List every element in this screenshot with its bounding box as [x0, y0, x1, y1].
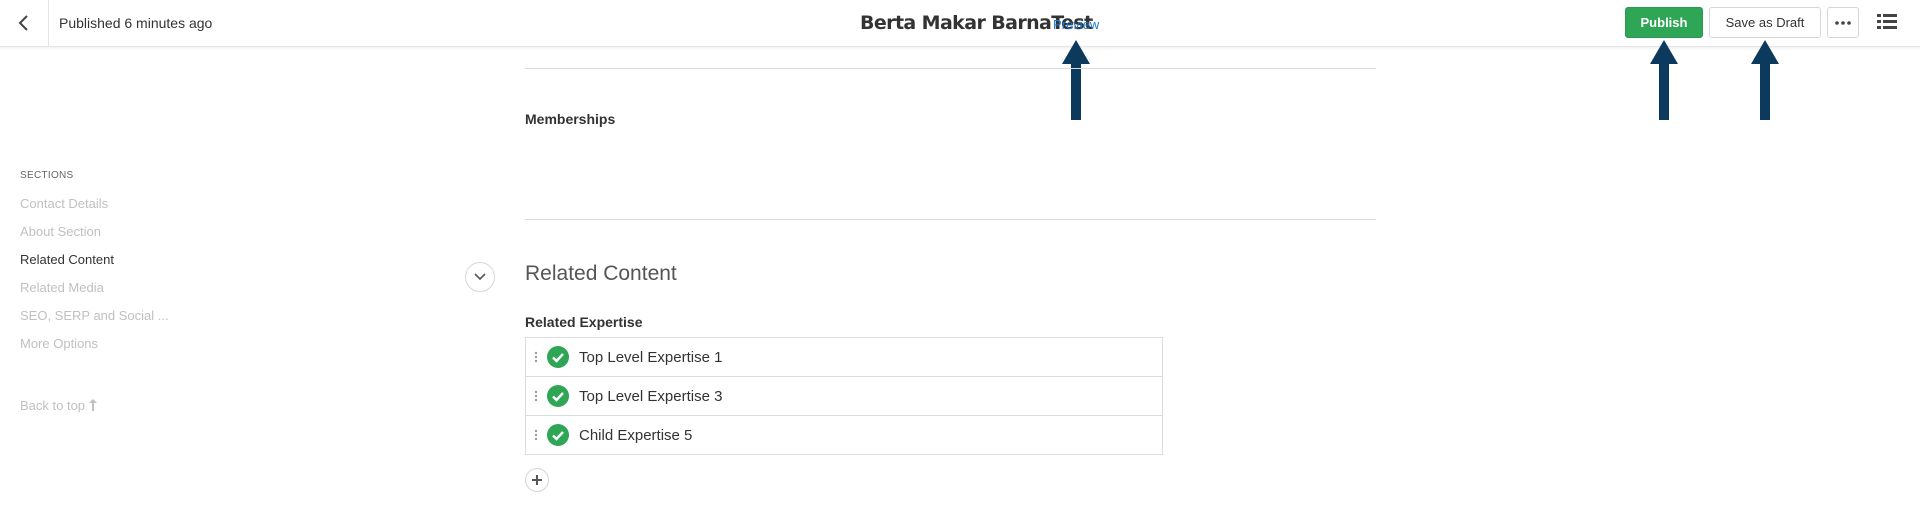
sidebar-item-more-options[interactable]: More Options [20, 336, 99, 351]
expertise-label: Child Expertise 5 [579, 426, 693, 444]
back-to-top-link[interactable]: Back to top [20, 398, 97, 413]
expertise-label: Top Level Expertise 3 [579, 387, 723, 405]
preview-link[interactable]: Preview [1053, 17, 1100, 32]
list-view-button[interactable] [1874, 9, 1900, 35]
sidebar-item-related-content[interactable]: Related Content [20, 252, 114, 267]
related-expertise-label: Related Expertise [525, 314, 643, 330]
list-item[interactable]: Child Expertise 5 [526, 416, 1162, 454]
arrow-up-icon [88, 399, 97, 411]
chevron-down-icon [474, 273, 486, 281]
drag-handle-icon[interactable] [528, 390, 544, 402]
back-to-top-label: Back to top [20, 398, 86, 413]
sections-heading: Sections [20, 170, 74, 181]
drag-handle-icon[interactable] [528, 429, 544, 441]
check-circle-icon [547, 346, 569, 368]
sidebar-item-about-section[interactable]: About Section [20, 224, 101, 239]
plus-icon [532, 475, 542, 485]
page-title: Berta Makar BarnaTest [860, 12, 1093, 34]
publish-status: Published 6 minutes ago [59, 15, 213, 31]
publish-button[interactable]: Publish [1625, 7, 1703, 38]
collapse-section-button[interactable] [465, 262, 495, 292]
list-icon [1877, 14, 1897, 29]
sections-sidebar: Sections Contact Details About Section R… [20, 170, 169, 363]
list-item[interactable]: Top Level Expertise 1 [526, 338, 1162, 377]
more-options-button[interactable] [1827, 7, 1859, 38]
check-circle-icon [547, 385, 569, 407]
add-expertise-button[interactable] [525, 468, 549, 492]
section-title-related-content: Related Content [525, 262, 677, 285]
chevron-left-icon [18, 15, 28, 31]
save-as-draft-button[interactable]: Save as Draft [1709, 7, 1821, 38]
divider [525, 219, 1376, 220]
sidebar-item-contact-details[interactable]: Contact Details [20, 196, 109, 211]
arrow-up-icon [1650, 40, 1678, 120]
related-expertise-list: Top Level Expertise 1 Top Level Expertis… [525, 337, 1163, 455]
list-item[interactable]: Top Level Expertise 3 [526, 377, 1162, 416]
arrow-up-icon [1751, 40, 1779, 120]
memberships-label: Memberships [525, 111, 616, 127]
expertise-label: Top Level Expertise 1 [579, 348, 723, 366]
back-button[interactable] [0, 0, 49, 46]
ellipsis-icon [1835, 20, 1851, 25]
divider [525, 68, 1376, 69]
top-bar: Published 6 minutes ago Berta Makar Barn… [0, 0, 1920, 47]
arrow-up-icon [1062, 40, 1090, 120]
sidebar-item-seo-serp-social[interactable]: SEO, SERP and Social ... [20, 308, 169, 323]
sidebar-item-related-media[interactable]: Related Media [20, 280, 104, 295]
check-circle-icon [547, 424, 569, 446]
drag-handle-icon[interactable] [528, 351, 544, 363]
